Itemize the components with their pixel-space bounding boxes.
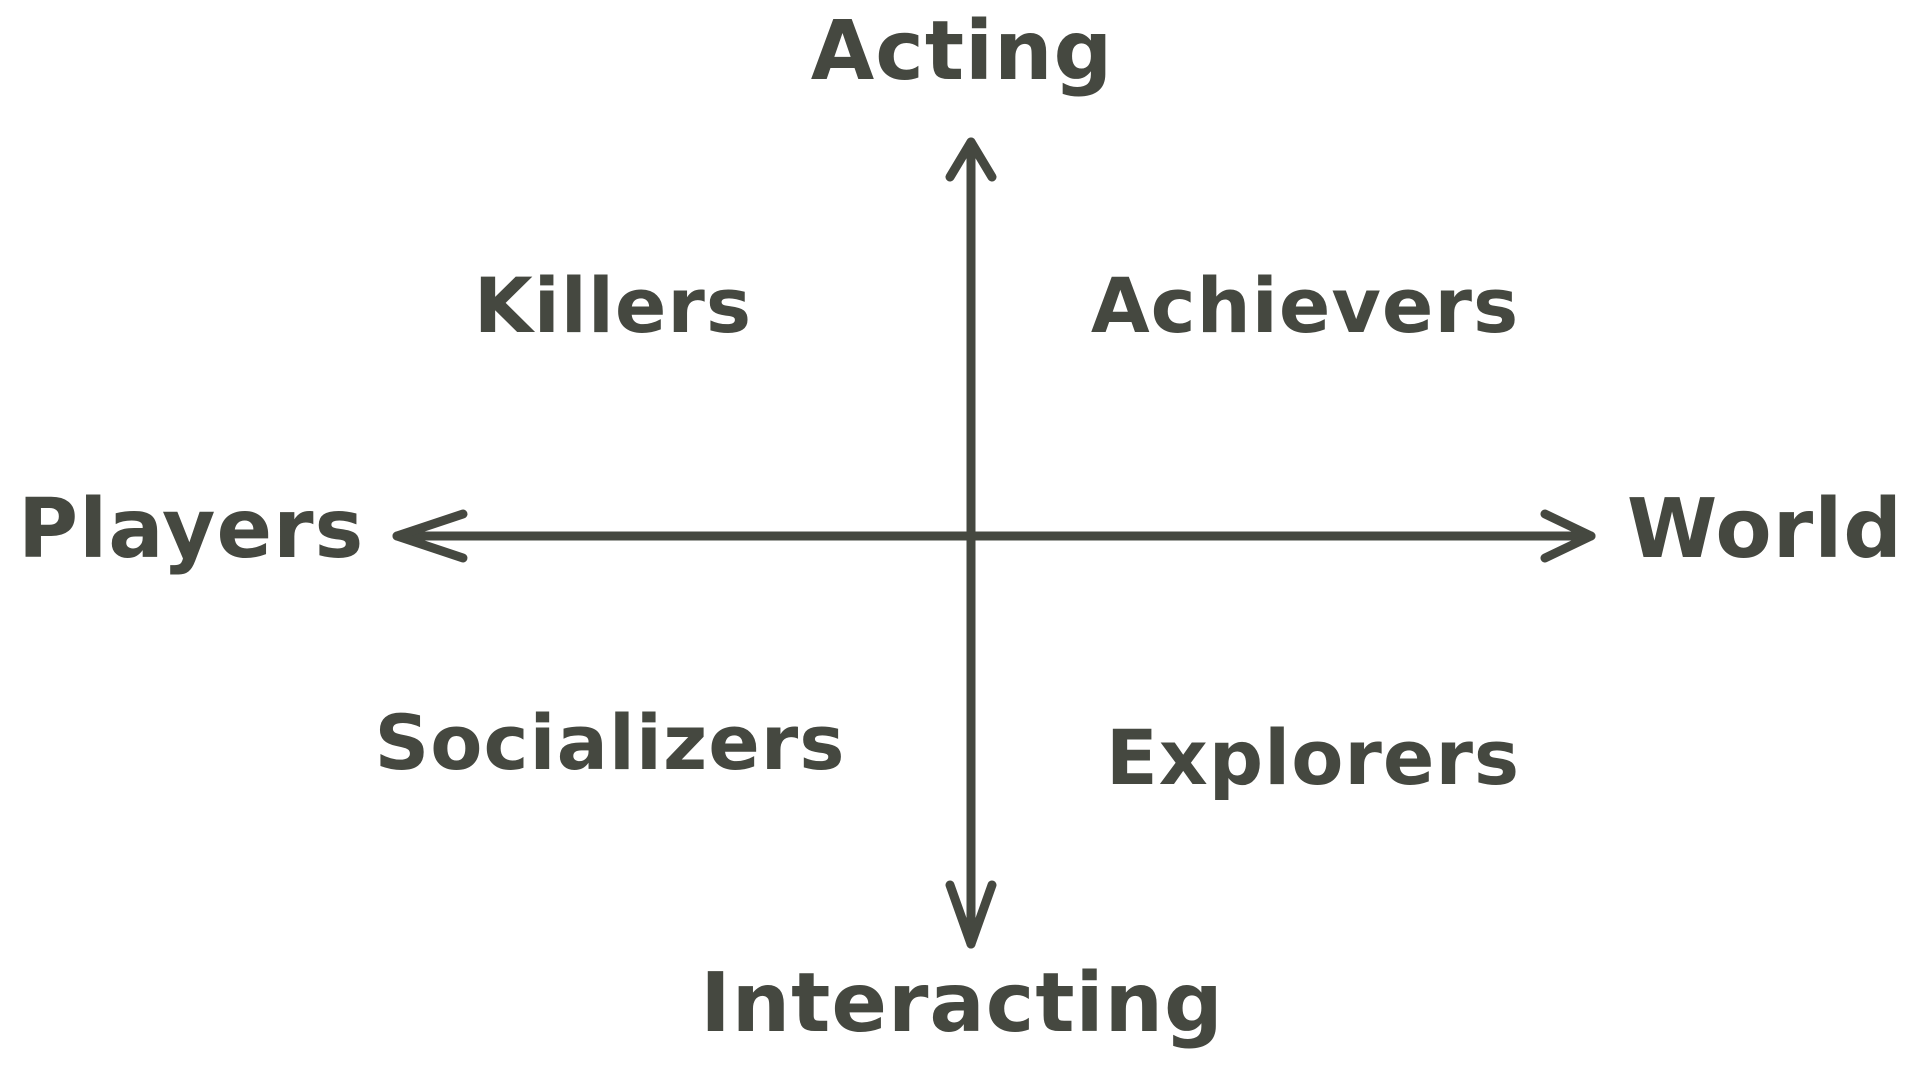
arrowhead-down — [945, 880, 997, 949]
arrowhead-right — [1540, 509, 1596, 563]
axis-label-acting: Acting — [810, 4, 1114, 99]
axis-label-interacting: Interacting — [700, 956, 1224, 1051]
quadrant-label-killers: Killers — [473, 261, 753, 350]
axis-label-world: World — [1626, 482, 1903, 577]
quadrant-label-socializers: Socializers — [374, 698, 846, 787]
axis-label-players: Players — [18, 482, 365, 577]
arrowhead-left — [392, 509, 468, 563]
arrowhead-up — [945, 137, 997, 182]
quadrant-label-achievers: Achievers — [1090, 261, 1520, 350]
quadrant-label-explorers: Explorers — [1105, 713, 1521, 802]
